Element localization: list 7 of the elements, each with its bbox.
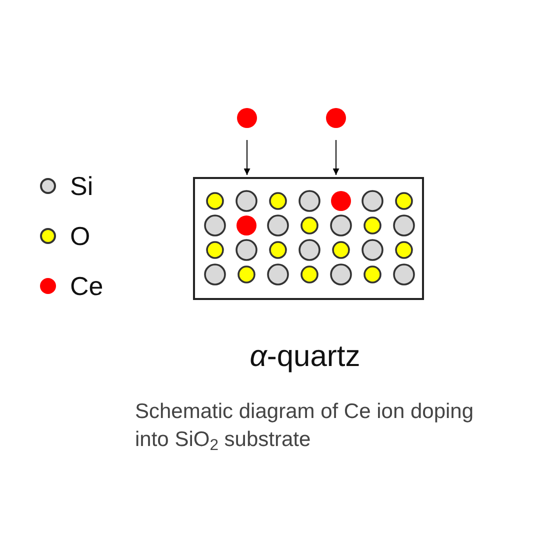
arrow (332, 140, 340, 175)
material-label: α-quartz (248, 339, 362, 375)
legend-label: O (70, 220, 90, 252)
arrow (244, 140, 250, 175)
legend-label: Ce (70, 270, 104, 302)
legend-label: Si (70, 170, 94, 202)
caption: Schematic diagram of Ce ion doping into SiO$_{2}$ substrate (135, 399, 475, 454)
